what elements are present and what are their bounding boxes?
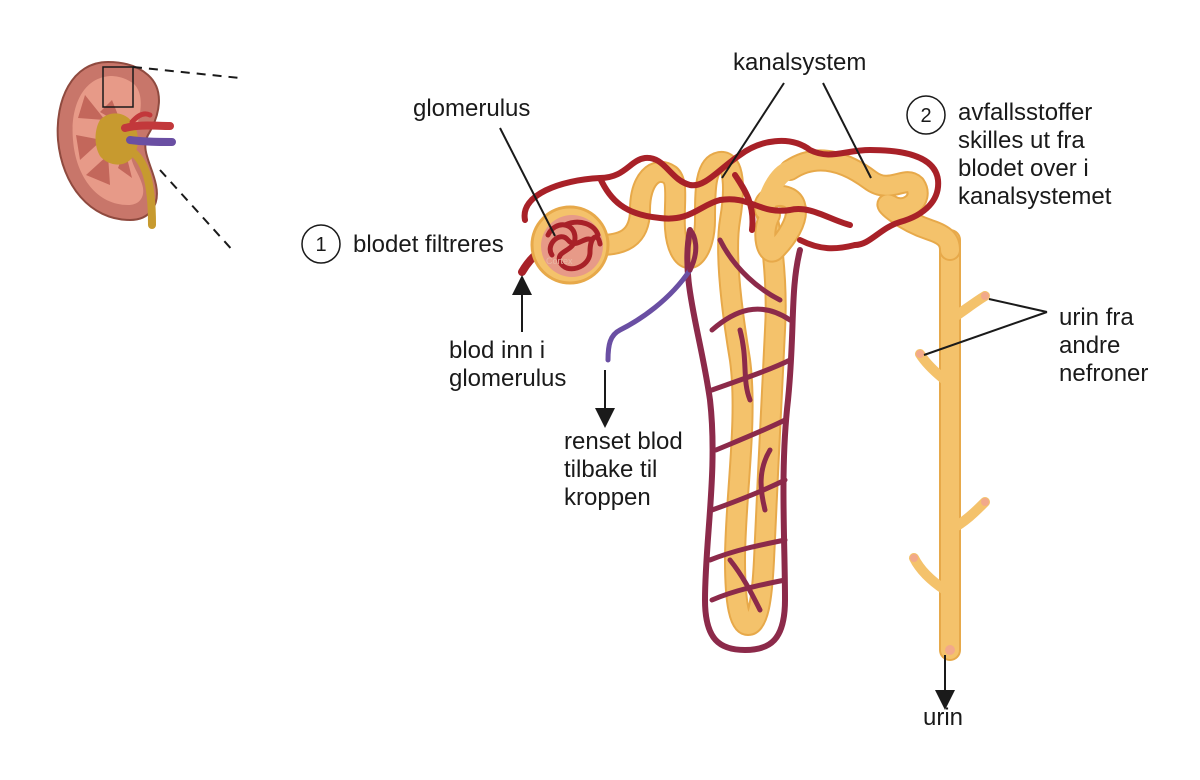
pointer-urin-fra-bottom (923, 311, 1048, 356)
label-step2: avfallsstoffer skilles ut fra blodet ove… (958, 99, 1112, 210)
pointer-kanalsystem-right (822, 82, 872, 179)
step2-line-3: blodet over i (958, 155, 1089, 182)
label-clean-blood: renset blod tilbake til kroppen (564, 428, 689, 511)
zoom-line-top (132, 66, 241, 79)
step2-circle (906, 95, 946, 135)
clean-blood-line-3: kroppen (564, 484, 651, 511)
step2-line-1: avfallsstoffer (958, 99, 1092, 126)
clean-blood-line-1: renset blod (564, 428, 683, 455)
clean-blood-line-2: tilbake til (564, 456, 657, 483)
tubule-system (589, 149, 961, 636)
renal-vein (126, 136, 176, 146)
glomerulus-capsule: Cortex (530, 205, 610, 285)
pointer-glomerulus (499, 127, 556, 237)
urine-other-line-1: urin fra (1059, 304, 1134, 331)
pointer-kanalsystem-left (721, 82, 785, 179)
step2-number: 2 (920, 105, 931, 127)
zoom-line-bottom (159, 169, 236, 254)
blood-in-line-2: glomerulus (449, 365, 566, 392)
step1-number: 1 (315, 234, 326, 256)
glomerulus-capillary-tuft (545, 219, 603, 272)
label-kanalsystem: kanalsystem (733, 49, 866, 76)
step1-circle (301, 224, 341, 264)
kidney-thumbnail (56, 60, 176, 229)
urine-other-line-3: nefroner (1059, 360, 1148, 387)
ureter (126, 146, 156, 229)
collecting-duct (909, 229, 990, 661)
blood-in-line-1: blod inn i (449, 337, 545, 364)
renal-artery (121, 121, 174, 132)
label-blood-in: blod inn i glomerulus (449, 337, 566, 392)
renal-artery-branch (129, 111, 153, 125)
zoom-box (102, 66, 134, 108)
label-step1: blodet filtreres (353, 231, 504, 258)
vein-out (605, 267, 693, 363)
step2-line-4: kanalsystemet (958, 183, 1112, 210)
pointer-urin-fra-top (988, 298, 1048, 313)
capillary-network (518, 137, 942, 653)
cortex-label: Cortex (546, 256, 573, 266)
urine-other-line-2: andre (1059, 332, 1120, 359)
label-urine: urin (923, 704, 963, 731)
branch-tips (910, 292, 989, 655)
step2-line-2: skilles ut fra (958, 127, 1085, 154)
label-glomerulus: glomerulus (413, 95, 530, 122)
label-urine-other: urin fra andre nefroner (1059, 304, 1148, 387)
